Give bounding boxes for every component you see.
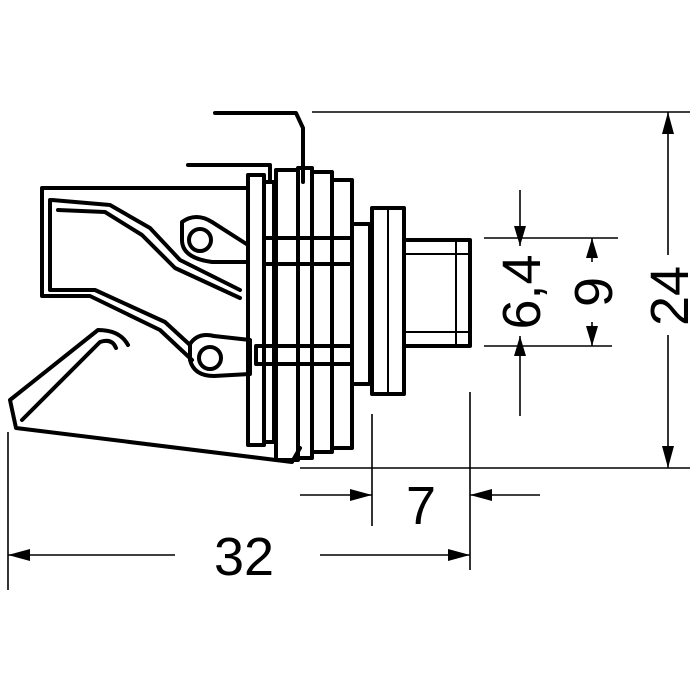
height-label: 24 — [640, 266, 700, 326]
lower-strap — [254, 344, 354, 366]
jack-socket — [8, 111, 472, 464]
upper-terminal-bar — [186, 163, 272, 184]
outer-diameter-dimension: 9 — [484, 237, 624, 347]
thread-length-dimension: 7 — [300, 392, 540, 570]
lower-lug — [188, 333, 252, 378]
length-label: 32 — [214, 527, 274, 587]
thread-length-label: 7 — [406, 476, 436, 536]
mounting-nut — [350, 206, 406, 396]
frame-plates — [246, 166, 354, 462]
height-dimension: 24 — [300, 111, 700, 469]
top-terminal — [213, 111, 305, 184]
outer-diameter-label: 9 — [564, 277, 624, 307]
upper-lug — [180, 215, 250, 264]
length-dimension: 32 — [7, 432, 470, 590]
inner-diameter-dimension: 6,4 — [492, 190, 552, 416]
contact-shell — [40, 186, 250, 362]
spring-wire — [8, 328, 302, 464]
threaded-bushing — [402, 238, 472, 348]
inner-diameter-label: 6,4 — [492, 254, 552, 329]
